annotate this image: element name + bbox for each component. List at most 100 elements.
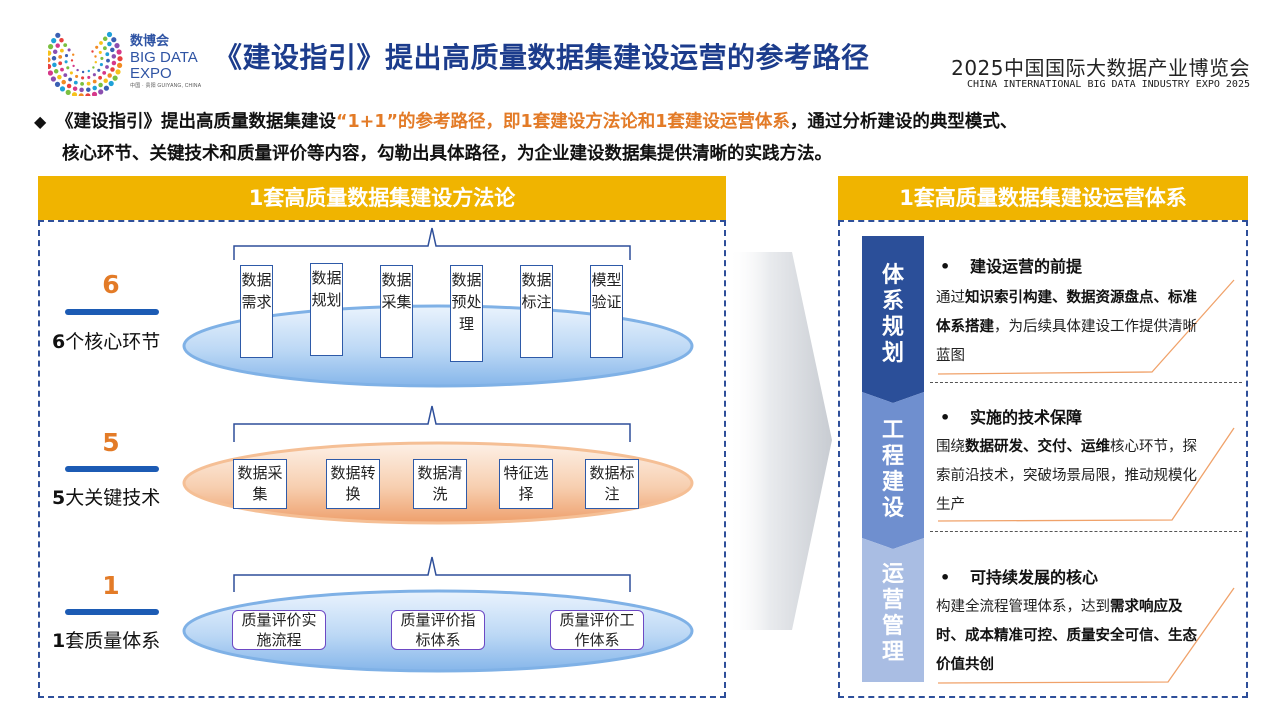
logo-dot — [51, 56, 57, 61]
logo-dot — [66, 83, 72, 89]
core-step-box: 数据采集 — [380, 265, 413, 358]
key-tech-box: 数据标注 — [585, 459, 639, 509]
logo-dot — [91, 50, 94, 53]
logo-dot — [99, 41, 103, 45]
logo-dot — [115, 69, 121, 75]
logo-dot — [107, 73, 112, 78]
logo-dot — [80, 82, 84, 86]
logo-dot — [102, 36, 108, 42]
page-title: 《建设指引》提出高质量数据集建设运营的参考路径 — [214, 41, 870, 74]
key-tech-label: 5大关键技术 — [52, 487, 161, 509]
plan-chevron-label: 体系规划 — [881, 263, 904, 366]
logo-dot — [75, 74, 79, 78]
logo-dot — [108, 80, 114, 87]
section-text: 构建全流程管理体系，达到需求响应及时、成本精准可控、质量安全可信、生态价值共创 — [936, 599, 1197, 673]
intro-line-2: 核心环节、关键技术和质量评价等内容，勾勒出具体路径，为企业建设数据集提供清晰的实… — [62, 144, 832, 164]
logo-dot — [107, 41, 112, 47]
logo-dot — [114, 43, 120, 49]
methodology-panel-title: 1套高质量数据集建设方法论 — [38, 176, 726, 220]
logo-dot — [106, 31, 113, 38]
section-title: •可持续发展的核心 — [940, 568, 1099, 587]
section-divider — [930, 382, 1242, 383]
logo-dot — [105, 65, 109, 69]
logo-dot — [92, 79, 97, 84]
logo-dot — [72, 53, 75, 56]
core-steps-label: 6个核心环节 — [52, 331, 161, 353]
core-step-box: 数据预处理 — [450, 265, 483, 362]
logo-dot — [103, 85, 109, 91]
brace-icon — [233, 556, 631, 592]
operation-chevron — [862, 538, 924, 682]
brace-icon — [233, 405, 631, 442]
core-step-box: 数据标注 — [520, 265, 553, 358]
logo-dot — [85, 93, 91, 96]
core-step-box: 模型验证 — [590, 265, 623, 358]
intro-line-1: ◆《建设指引》提出高质量数据集建设“1+1”的参考路径，即1套建设方法论和1套建… — [34, 106, 1254, 138]
logo-dot — [72, 64, 75, 68]
logo-dot — [92, 73, 96, 77]
logo-dot — [48, 63, 52, 70]
intro-paragraph: ◆《建设指引》提出高质量数据集建设“1+1”的参考路径，即1套建设方法论和1套建… — [34, 106, 1254, 170]
key-tech-box: 数据清洗 — [413, 459, 467, 509]
highlight-stroke — [937, 279, 1235, 375]
engineering-chevron — [862, 392, 924, 549]
logo-dot — [102, 71, 107, 75]
logo-dot — [63, 43, 68, 47]
brace-icon — [233, 227, 631, 260]
operation-chevron-label: 运营管理 — [881, 562, 904, 665]
logo-dot — [98, 75, 102, 80]
logo-dot — [103, 46, 107, 51]
quality-box: 质量评价工作体系 — [550, 610, 644, 650]
logo-dot — [87, 69, 90, 73]
core-steps-number: 6 — [102, 270, 120, 299]
key-tech-box: 特征选择 — [499, 459, 553, 509]
expo-logo: 数博会 BIG DATA EXPO 中国 · 贵阳 GUIYANG, CHINA — [48, 22, 208, 96]
big-data-expo-logo-icon — [48, 31, 123, 96]
logo-dot — [48, 70, 53, 76]
logo-dot — [52, 49, 58, 55]
logo-dot — [58, 55, 63, 59]
logo-dot — [94, 61, 97, 64]
section-text: 围绕数据研发、交付、运维核心环节，探索前沿技术，突破场景局限，推动规模化生产 — [936, 439, 1197, 513]
quality-box: 质量评价实施流程 — [232, 610, 326, 650]
logo-dot — [81, 76, 85, 80]
logo-dot — [92, 85, 97, 91]
quality-box: 质量评价指标体系 — [391, 610, 485, 650]
logo-dot — [106, 58, 110, 63]
logo-dot — [110, 47, 115, 53]
section-title: •实施的技术保障 — [940, 408, 1083, 427]
methodology-panel — [38, 220, 726, 698]
logo-dot — [48, 50, 52, 56]
logo-dot — [48, 57, 51, 63]
section-text: 通过知识索引构建、数据资源盘点、标准体系搭建，为后续具体建设工作提供清晰蓝图 — [936, 290, 1197, 364]
logo-dot — [117, 56, 123, 62]
section-divider — [930, 531, 1242, 532]
logo-dot — [48, 44, 54, 50]
logo-dot — [86, 81, 91, 86]
quality-system-number: 1 — [102, 571, 120, 600]
logo-dot — [55, 32, 61, 38]
logo-dot — [110, 67, 115, 72]
logo-dot — [65, 89, 71, 95]
logo-dot — [50, 76, 56, 82]
diamond-bullet-icon: ◆ — [34, 112, 47, 131]
logo-cn-text: 数博会 — [130, 33, 170, 48]
logo-dot — [72, 86, 78, 91]
key-tech-box: 数据转换 — [326, 459, 380, 509]
logo-dot — [68, 77, 72, 82]
logo-dot — [60, 48, 64, 53]
logo-dot — [99, 63, 103, 67]
logo-dot — [54, 81, 61, 87]
operations-panel-title: 1套高质量数据集建设运营体系 — [838, 176, 1248, 220]
logo-dot — [78, 93, 84, 96]
logo-dot — [81, 70, 85, 74]
row-underline — [65, 309, 159, 315]
operations-panel — [838, 220, 1248, 698]
logo-dot — [73, 80, 78, 85]
row-underline — [65, 609, 159, 615]
logo-dot — [52, 62, 57, 68]
quality-system-label: 1套质量体系 — [52, 630, 161, 652]
logo-dot — [92, 66, 95, 69]
logo-dot — [98, 50, 102, 54]
